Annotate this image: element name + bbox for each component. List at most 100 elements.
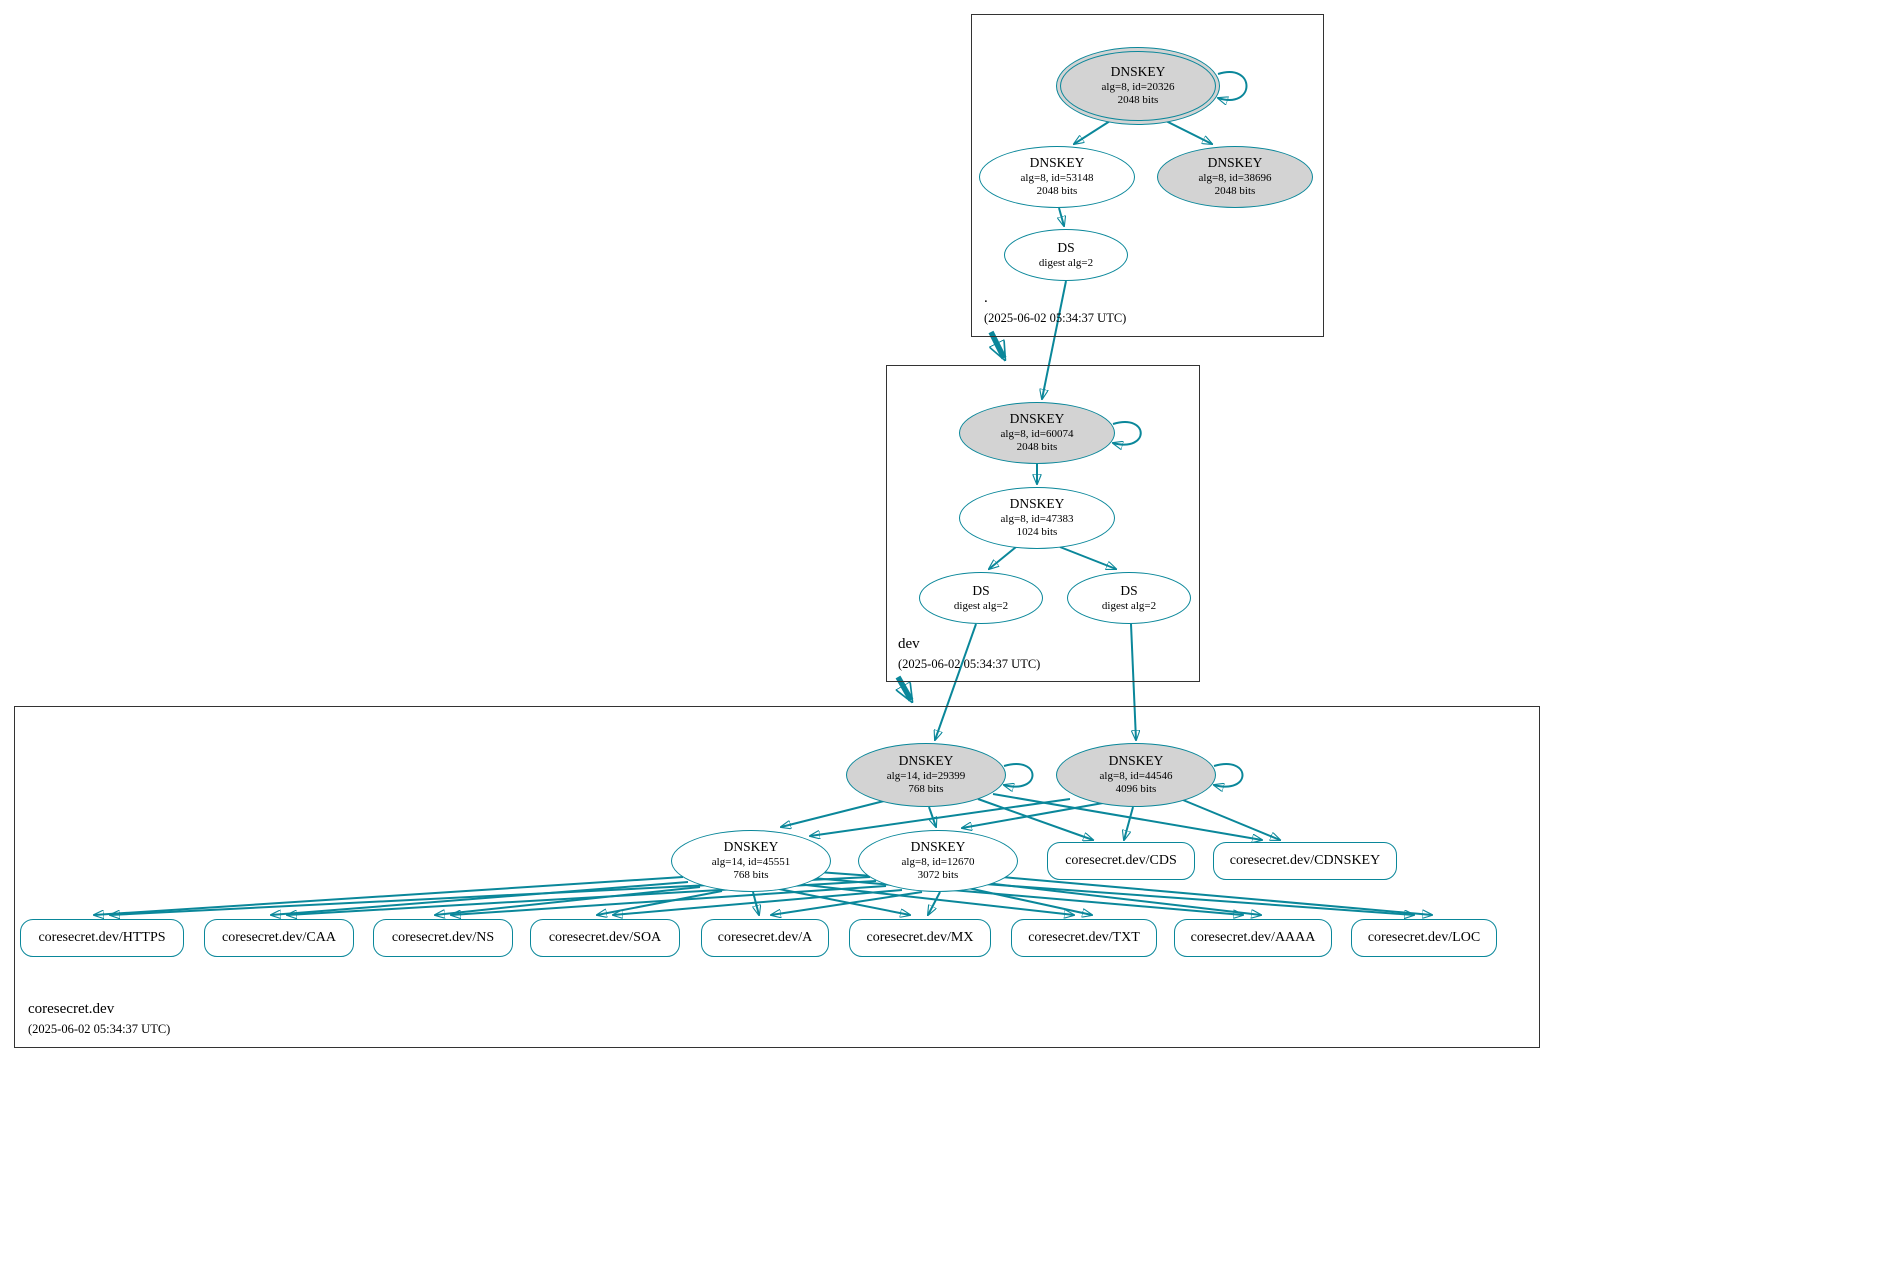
zone-timestamp-coresecret: (2025-06-02 05:34:37 UTC) — [28, 1022, 171, 1036]
rrset-node-ns: coresecret.dev/NS — [373, 919, 513, 957]
node-type: DNSKEY — [1110, 63, 1166, 79]
node-type: DNSKEY — [1009, 410, 1065, 426]
node-digest: digest alg=2 — [1038, 256, 1094, 269]
node-type: DNSKEY — [1207, 154, 1263, 170]
edge-cs-zsk2-txt — [967, 887, 1092, 915]
node-bits: 768 bits — [908, 783, 944, 796]
edge-cs-zsk2-ns — [451, 885, 887, 915]
rrset-label: coresecret.dev/LOC — [1367, 930, 1481, 946]
edge-cs-ksk2-zsk1 — [810, 798, 1071, 836]
rrset-label: coresecret.dev/MX — [866, 930, 974, 946]
edge-root-ksk-selfloop — [1218, 71, 1248, 100]
edge-cs-ksk2-selfloop — [1214, 763, 1244, 787]
node-bits: 3072 bits — [917, 869, 959, 882]
rrset-node-txt: coresecret.dev/TXT — [1011, 919, 1157, 957]
edge-cs-ksk1-zsk1 — [781, 800, 885, 827]
rrset-label: coresecret.dev/NS — [391, 930, 495, 946]
edge-cs-zsk2-aaaa — [985, 882, 1261, 915]
zone-name-dev: dev — [898, 636, 920, 652]
edge-root-ksk-ksk2 — [1165, 120, 1212, 144]
edge-dev-ds2-cs-ksk2 — [1130, 623, 1136, 740]
edge-root-ksk-zsk — [1074, 120, 1111, 144]
zone-box-root — [971, 14, 1324, 337]
rrset-node-cdnskey: coresecret.dev/CDNSKEY — [1213, 842, 1397, 880]
rrset-label: coresecret.dev/AAAA — [1190, 930, 1316, 946]
zone-timestamp-dev: (2025-06-02 05:34:37 UTC) — [898, 657, 1041, 671]
rrset-label: coresecret.dev/A — [717, 930, 813, 946]
rrset-label: coresecret.dev/CAA — [222, 930, 336, 946]
node-alg: alg=8, id=47383 — [1000, 512, 1074, 525]
rrset-node-loc: coresecret.dev/LOC — [1351, 919, 1497, 957]
node-type: DS — [972, 582, 990, 598]
node-type: DS — [1057, 239, 1075, 255]
edge-cs-zsk1-mx — [778, 888, 910, 915]
edge-cs-zsk1-caa — [271, 881, 689, 915]
rrset-label: coresecret.dev/HTTPS — [38, 930, 166, 946]
node-bits: 2048 bits — [1214, 185, 1256, 198]
node-alg: alg=8, id=20326 — [1101, 80, 1175, 93]
node-type: DNSKEY — [898, 752, 954, 768]
edge-cs-zsk2-soa — [613, 889, 903, 915]
node-alg: alg=8, id=44546 — [1099, 769, 1173, 782]
rrset-node-https: coresecret.dev/HTTPS — [20, 919, 184, 957]
edge-dev-ksk-selfloop — [1113, 421, 1142, 445]
edge-cs-ksk1-zsk2 — [928, 806, 936, 827]
edge-dev-zsk-ds2 — [1059, 546, 1116, 569]
dnskey-node-dev-ksk: DNSKEY alg=8, id=60074 2048 bits — [959, 402, 1115, 464]
edge-cs-ksk1-selfloop — [1004, 763, 1034, 787]
edge-cs-zsk2-mx — [928, 891, 941, 915]
edge-root-ds-dev-ksk — [1042, 280, 1067, 399]
dnskey-node-dev-zsk: DNSKEY alg=8, id=47383 1024 bits — [959, 487, 1115, 549]
rrset-label: coresecret.dev/CDS — [1065, 853, 1177, 869]
node-alg: alg=8, id=12670 — [901, 855, 975, 868]
edge-cs-ksk2-cdnskey — [1182, 799, 1280, 840]
node-alg: alg=8, id=53148 — [1020, 171, 1094, 184]
ds-node-root: DS digest alg=2 — [1004, 229, 1128, 281]
node-bits: 2048 bits — [1036, 185, 1078, 198]
node-alg: alg=8, id=60074 — [1000, 427, 1074, 440]
zone-name-coresecret: coresecret.dev — [28, 1001, 115, 1017]
rrset-node-caa: coresecret.dev/CAA — [204, 919, 354, 957]
edge-cs-ksk2-cds — [1124, 806, 1134, 840]
node-bits: 4096 bits — [1115, 783, 1157, 796]
dnskey-node-cs-zsk1: DNSKEY alg=14, id=45551 768 bits — [671, 830, 831, 892]
dnskey-node-root-ksk2: DNSKEY alg=8, id=38696 2048 bits — [1157, 146, 1313, 208]
dnskey-node-root-zsk: DNSKEY alg=8, id=53148 2048 bits — [979, 146, 1135, 208]
node-type: DNSKEY — [723, 838, 779, 854]
dnskey-node-root-ksk-inner: DNSKEY alg=8, id=20326 2048 bits — [1060, 51, 1216, 121]
rrset-label: coresecret.dev/TXT — [1028, 930, 1140, 946]
node-digest: digest alg=2 — [953, 599, 1009, 612]
rrset-label: coresecret.dev/SOA — [548, 930, 662, 946]
rrset-node-soa: coresecret.dev/SOA — [530, 919, 680, 957]
rrset-node-a: coresecret.dev/A — [701, 919, 829, 957]
node-alg: alg=14, id=29399 — [886, 769, 966, 782]
edge-cs-ksk1-cdnskey — [992, 793, 1262, 840]
edge-cs-zsk2-a — [771, 891, 923, 915]
ds-node-dev-2: DS digest alg=2 — [1067, 572, 1191, 624]
edge-cs-zsk1-ns — [435, 886, 701, 915]
ds-node-dev-1: DS digest alg=2 — [919, 572, 1043, 624]
edge-cs-ksk2-zsk2 — [962, 802, 1104, 828]
node-type: DS — [1120, 582, 1138, 598]
edge-dev-delegation-coresecret — [898, 675, 911, 700]
edge-dev-zsk-ds1 — [989, 546, 1017, 569]
node-alg: alg=14, id=45551 — [711, 855, 791, 868]
edge-cs-zsk1-https — [94, 876, 684, 915]
rrset-node-aaaa: coresecret.dev/AAAA — [1174, 919, 1332, 957]
node-digest: digest alg=2 — [1101, 599, 1157, 612]
dnskey-node-cs-zsk2: DNSKEY alg=8, id=12670 3072 bits — [858, 830, 1018, 892]
edge-dev-ds1-cs-ksk1 — [935, 623, 977, 740]
rrset-label: coresecret.dev/CDNSKEY — [1229, 853, 1381, 869]
node-bits: 2048 bits — [1117, 94, 1159, 107]
node-bits: 768 bits — [733, 869, 769, 882]
node-type: DNSKEY — [1029, 154, 1085, 170]
node-type: DNSKEY — [910, 838, 966, 854]
dnskey-node-cs-ksk1: DNSKEY alg=14, id=29399 768 bits — [846, 743, 1006, 807]
edge-cs-zsk2-loc — [1001, 876, 1432, 915]
zone-box-coresecret — [14, 706, 1540, 1048]
node-bits: 2048 bits — [1016, 441, 1058, 454]
node-bits: 1024 bits — [1016, 526, 1058, 539]
node-type: DNSKEY — [1108, 752, 1164, 768]
zone-name-root: . — [984, 290, 988, 306]
edge-root-zsk-ds — [1059, 207, 1064, 226]
